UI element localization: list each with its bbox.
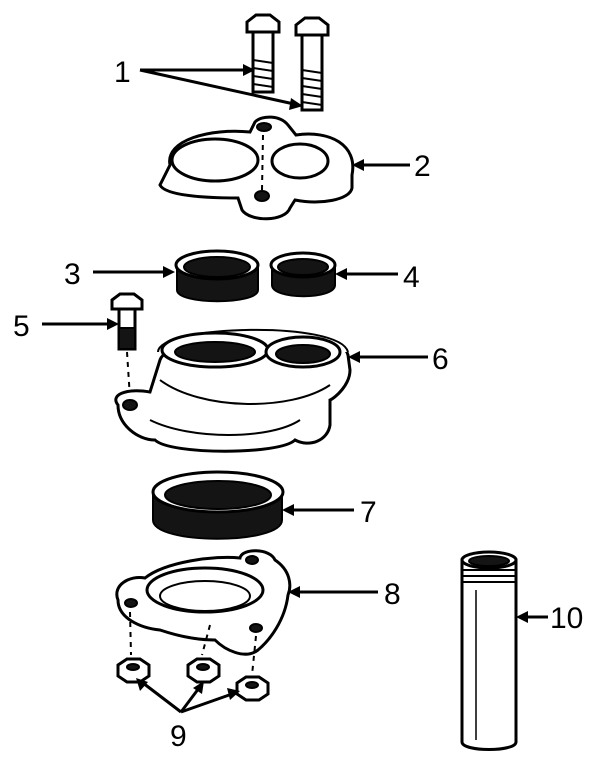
callout-6: 6 bbox=[432, 343, 449, 376]
callout-3: 3 bbox=[64, 258, 81, 291]
callout-2: 2 bbox=[414, 150, 431, 183]
nut-middle bbox=[186, 657, 221, 684]
part-1-bolts bbox=[245, 13, 330, 112]
callout-labels: 1 2 3 4 5 6 7 8 9 10 bbox=[13, 56, 583, 753]
part-8-bottom-flange bbox=[115, 549, 292, 676]
part-7-ring bbox=[151, 470, 285, 540]
nut-right bbox=[235, 675, 270, 702]
part-4-seal-ring bbox=[269, 251, 337, 298]
callout-8: 8 bbox=[384, 578, 401, 611]
bolt-left bbox=[245, 13, 281, 94]
part-5-bolt bbox=[110, 292, 144, 399]
callout-4: 4 bbox=[403, 261, 420, 294]
callout-1: 1 bbox=[114, 56, 131, 89]
part-9-nuts bbox=[116, 657, 270, 702]
part-10-pipe bbox=[460, 550, 518, 751]
leader-lines bbox=[42, 64, 548, 714]
part-3-seal-ring bbox=[174, 249, 260, 303]
callout-7: 7 bbox=[360, 496, 377, 529]
part-2-top-flange bbox=[158, 115, 355, 221]
callout-10: 10 bbox=[550, 602, 583, 635]
bolt-right bbox=[294, 16, 330, 112]
part-6-housing bbox=[114, 328, 352, 453]
callout-9: 9 bbox=[170, 720, 187, 753]
callout-5: 5 bbox=[13, 310, 30, 343]
nut-left bbox=[116, 657, 151, 684]
